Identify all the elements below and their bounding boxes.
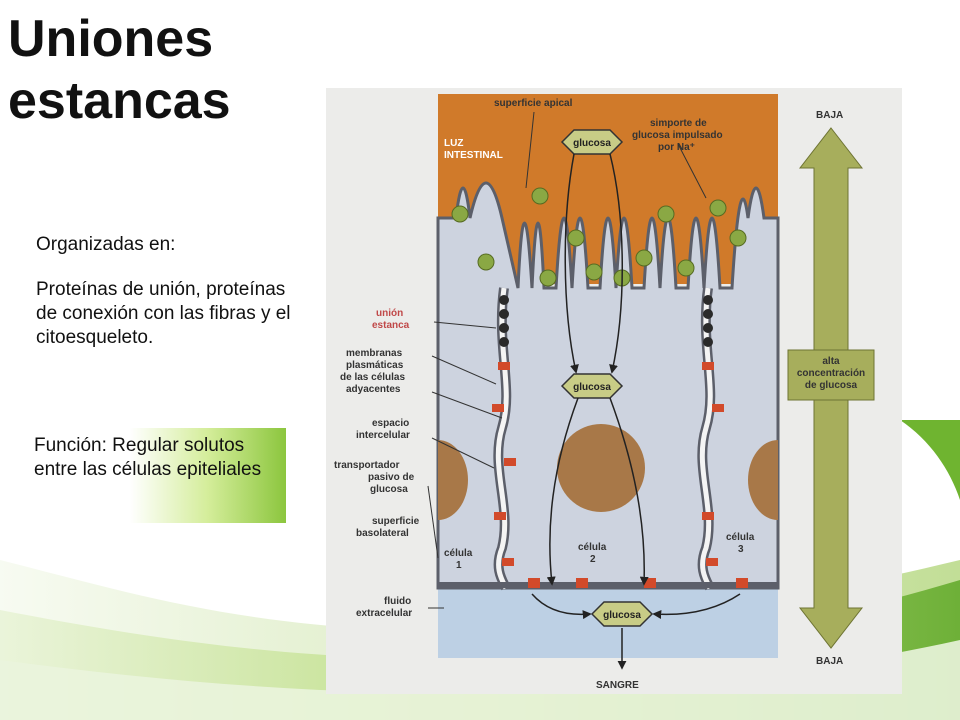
label-alta-3: de glucosa — [805, 380, 858, 391]
passive-transporters — [492, 362, 748, 588]
nucleus-cell-1 — [438, 440, 468, 520]
function-box: Función: Regular solutos entre las célul… — [26, 428, 286, 523]
nucleus-cell-3 — [748, 440, 778, 520]
label-fluido-1: fluido — [384, 596, 411, 607]
tight-junction-left — [499, 295, 509, 347]
label-membranas-1: membranas — [346, 348, 403, 359]
label-espacio-2: intercelular — [356, 430, 410, 441]
glucose-blood: glucosa — [590, 601, 654, 627]
label-estanca: estanca — [372, 320, 410, 331]
na-glucose-symporters — [451, 187, 747, 287]
label-cell-1-word: célula — [444, 548, 473, 559]
organized-heading: Organizadas en: — [36, 234, 176, 255]
svg-text:glucosa: glucosa — [603, 610, 641, 621]
label-baja-top: BAJA — [816, 110, 843, 121]
label-alta-2: concentración — [797, 368, 865, 379]
label-apical-surface: superficie apical — [494, 98, 573, 109]
label-intestinal: INTESTINAL — [444, 150, 503, 161]
label-fluido-2: extracelular — [356, 608, 412, 619]
label-espacio-1: espacio — [372, 418, 409, 429]
label-membranas-4: adyacentes — [346, 384, 401, 395]
label-alta-1: alta — [822, 356, 840, 367]
label-cell-1-num: 1 — [456, 560, 462, 571]
label-union: unión — [376, 308, 403, 319]
diagram-svg: glucosa glucosa glucosa superficie apica… — [326, 88, 902, 694]
tight-junction-right — [703, 295, 713, 347]
label-cell-3-num: 3 — [738, 544, 744, 555]
glucose-lumen: glucosa — [560, 129, 624, 155]
label-transportador-3: glucosa — [370, 484, 408, 495]
basolateral-membrane — [438, 582, 778, 588]
label-membranas-2: plasmáticas — [346, 360, 404, 371]
label-symport-1: simporte de — [650, 118, 707, 129]
svg-text:glucosa: glucosa — [573, 382, 611, 393]
label-cell-2-num: 2 — [590, 554, 596, 565]
label-transportador-2: pasivo de — [368, 472, 415, 483]
label-symport-2: glucosa impulsado — [632, 130, 723, 141]
slide-title: Uniones estancas — [8, 8, 308, 132]
high-concentration-box — [787, 349, 875, 401]
label-superficie-b1: superficie — [372, 516, 420, 527]
label-cell-2-word: célula — [578, 542, 607, 553]
glucose-cell: glucosa — [560, 373, 624, 399]
label-membranas-3: de las células — [340, 372, 405, 383]
nucleus-cell-2 — [557, 424, 645, 512]
label-symport-3: por Na⁺ — [658, 142, 695, 153]
label-superficie-b2: basolateral — [356, 528, 409, 539]
label-sangre: SANGRE — [596, 680, 639, 691]
title-line-1: Uniones — [8, 10, 214, 68]
function-text: Función: Regular solutos entre las célul… — [34, 435, 262, 480]
label-baja-bottom: BAJA — [816, 656, 843, 667]
label-cell-3-word: célula — [726, 532, 755, 543]
label-luz: LUZ — [444, 138, 463, 149]
svg-text:glucosa: glucosa — [573, 138, 611, 149]
label-leaders — [427, 111, 707, 609]
epithelium-diagram: glucosa glucosa glucosa superficie apica… — [326, 88, 902, 694]
title-line-2: estancas — [8, 72, 231, 130]
glucose-flow-arrows — [531, 153, 741, 670]
label-transportador-1: transportador — [334, 460, 400, 471]
organized-body: Proteínas de unión, proteínas de conexió… — [36, 279, 291, 348]
